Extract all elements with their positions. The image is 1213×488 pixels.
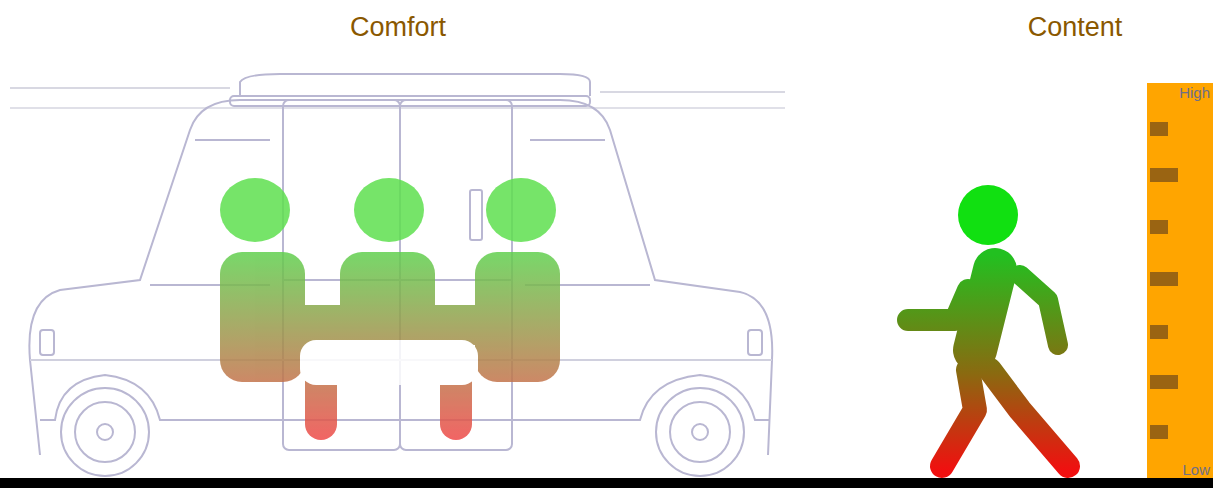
- ground-line: [0, 478, 1213, 488]
- seated-passengers: [220, 178, 560, 440]
- scale-high-label: High: [1179, 84, 1210, 101]
- scale-low-label: Low: [1182, 461, 1210, 478]
- scale-bar: [1147, 83, 1213, 480]
- vehicle-outline: [10, 74, 785, 476]
- heading-label: Content: [1028, 12, 1123, 43]
- scale-bar: HighLow: [1147, 83, 1213, 480]
- walking-person: [908, 185, 1068, 466]
- heading-label: Comfort: [350, 12, 446, 43]
